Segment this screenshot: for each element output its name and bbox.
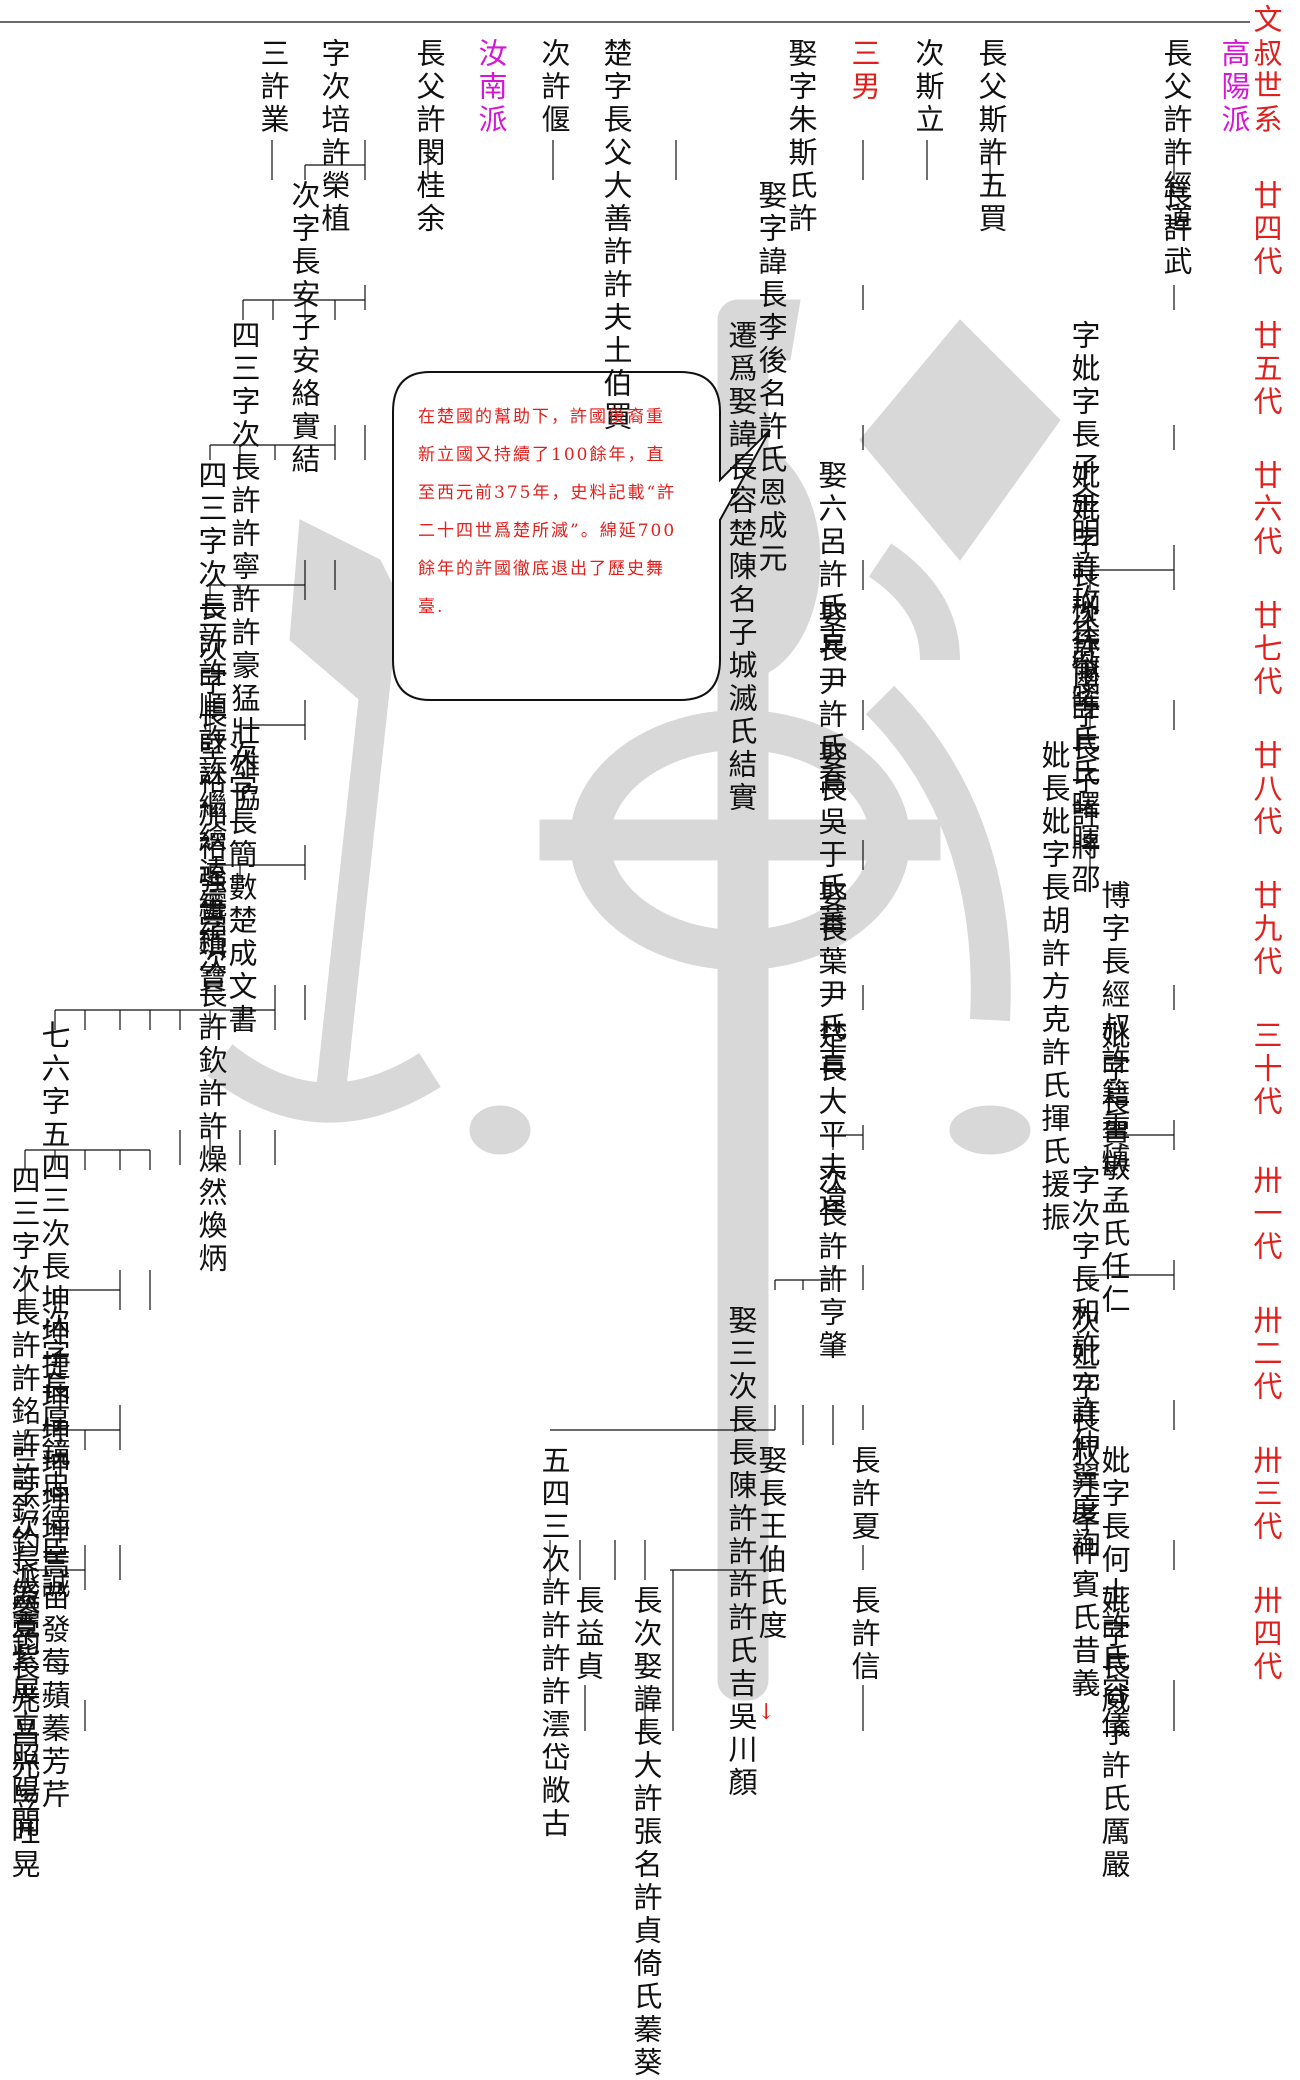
main-entry: 長許夏 — [847, 1445, 881, 1544]
right-entry: 次許虔字長子許將邵 — [1067, 600, 1101, 897]
left-entry: 三次字長堅裕加裕強貴瑱寶 — [194, 600, 228, 996]
right-entry: 博字長經叔許籍重慎 — [1097, 880, 1131, 1177]
left-entry: 次字長光昌光昱旺晃 — [7, 1585, 41, 1882]
main-entry: 長許信 — [847, 1585, 881, 1684]
generation-label: 卅三代 — [1249, 1445, 1283, 1544]
generation-label: 廿四代 — [1249, 180, 1283, 279]
right-entry: 次妣字長叔汪孝仲賓氏昔義 — [1067, 1305, 1101, 1701]
title-char: 文 — [1249, 4, 1283, 37]
branch-label-runan: 汝南派 — [474, 38, 508, 137]
right-entry: 妣字長賀敏孟氏任仁 — [1097, 1020, 1131, 1317]
generation-label: 廿五代 — [1249, 320, 1283, 419]
generation-label: 廿六代 — [1249, 460, 1283, 559]
top-entry-red: 三男 — [847, 38, 881, 104]
main-entry: 娶長尹許氏喬 — [814, 600, 848, 798]
top-entry: 長父許閔桂余 — [412, 38, 446, 236]
generation-label: 三十代 — [1249, 1020, 1283, 1119]
header-label-shi: 世 — [1249, 70, 1283, 103]
top-entry: 字次培許榮植 — [317, 38, 351, 236]
top-entry: 長父斯許五買 — [974, 38, 1008, 236]
main-entry: 長益貞 — [571, 1585, 605, 1684]
left-entry: 四三字次長許許銘許許鈐釣派鑒鈞 — [7, 1165, 41, 1660]
right-entry: 長許武 — [1159, 180, 1193, 279]
generation-label: 卅四代 — [1249, 1585, 1283, 1684]
branch-label-gaoyang: 高陽派 — [1217, 38, 1251, 137]
header-label-shu: 叔 — [1249, 38, 1283, 71]
left-entry: 七六字五四三次長坤坤捷坤坤坤坤坤蒿苗發莓蘋蓁芳芹 — [37, 1020, 71, 1812]
right-entry: 妣長妣字長胡許方克許氏揮氏援振 — [1037, 740, 1071, 1235]
header-label-xi: 系 — [1249, 104, 1283, 137]
right-entry: 字次字長和許元許仲翼度詢 — [1067, 1165, 1101, 1561]
speech-bubble-text: 在楚國的幫助下，許國後裔重新立國又持續了100餘年，直至西元前375年，史料記載… — [418, 407, 677, 617]
top-entry: 長父許許經道 — [1159, 38, 1193, 236]
left-entry: 次字長簡數楚成文書 — [224, 740, 258, 1037]
top-entry: 三許業 — [256, 38, 290, 137]
right-entry: 字妣字長子金明許玫氏徹曜 — [1067, 320, 1101, 716]
right-entry: 妣妣字長柳徐爾許氏氏曙暉 — [1067, 460, 1101, 856]
main-entry: 娶六呂許氏克 — [814, 460, 848, 658]
seal-watermark — [207, 299, 1061, 1701]
down-arrow-icon: ↓ — [757, 1700, 776, 1725]
main-entry: 次長許許亨肇 — [814, 1165, 848, 1363]
top-entry: 楚字長父大善許許夫土伯買 — [599, 38, 633, 434]
main-entry: 五四三次許許許許澐岱敞古 — [537, 1445, 571, 1841]
main-entry: 遷爲娶諱長容楚陳名子城滅氏結實 — [724, 320, 758, 815]
top-entry: 娶字朱斯氏許 — [784, 38, 818, 236]
generation-label: 廿九代 — [1249, 880, 1283, 979]
main-entry: 楚長大平夫遠 — [814, 1020, 848, 1218]
tree-lines — [0, 21, 1250, 1731]
main-entry: 娶字諱長李後名許氏恩成元 — [754, 180, 788, 576]
left-entry: 次字長安子安絡實結 — [287, 180, 321, 477]
main-entry: 娶三次長長陳許許許許氏吉吳川顏 — [724, 1305, 758, 1800]
right-entry: 妣字長威子許氏厲嚴 — [1097, 1585, 1131, 1882]
generation-label: 卅二代 — [1249, 1305, 1283, 1404]
right-entry: 妣字長何士許氏容儀 — [1097, 1445, 1131, 1742]
generation-label: 卅一代 — [1249, 1165, 1283, 1264]
top-entry: 次斯立 — [911, 38, 945, 137]
left-entry: 三字次長許欽許許燥然煥炳 — [194, 880, 228, 1276]
generation-label: 廿八代 — [1249, 740, 1283, 839]
main-entry: 娶長吳于氏蕃 — [814, 740, 848, 938]
generation-label: 廿七代 — [1249, 600, 1283, 699]
left-entry: 四三字次長許許寧許許豪猛壯雄協 — [227, 320, 261, 815]
main-entry: 娶長王伯氏度 — [754, 1445, 788, 1643]
left-entry: 次字長厚鏡忠德臣誠 — [37, 1305, 71, 1602]
top-entry: 次許偃 — [537, 38, 571, 137]
main-entry: 長次娶諱長大許張名許貞倚氏蓁葵 — [629, 1585, 663, 2080]
left-entry: 四三字次長許許順許許繼繪遠纚綿 — [194, 460, 228, 955]
main-entry: 娶長葉尹氏吉 — [814, 880, 848, 1078]
